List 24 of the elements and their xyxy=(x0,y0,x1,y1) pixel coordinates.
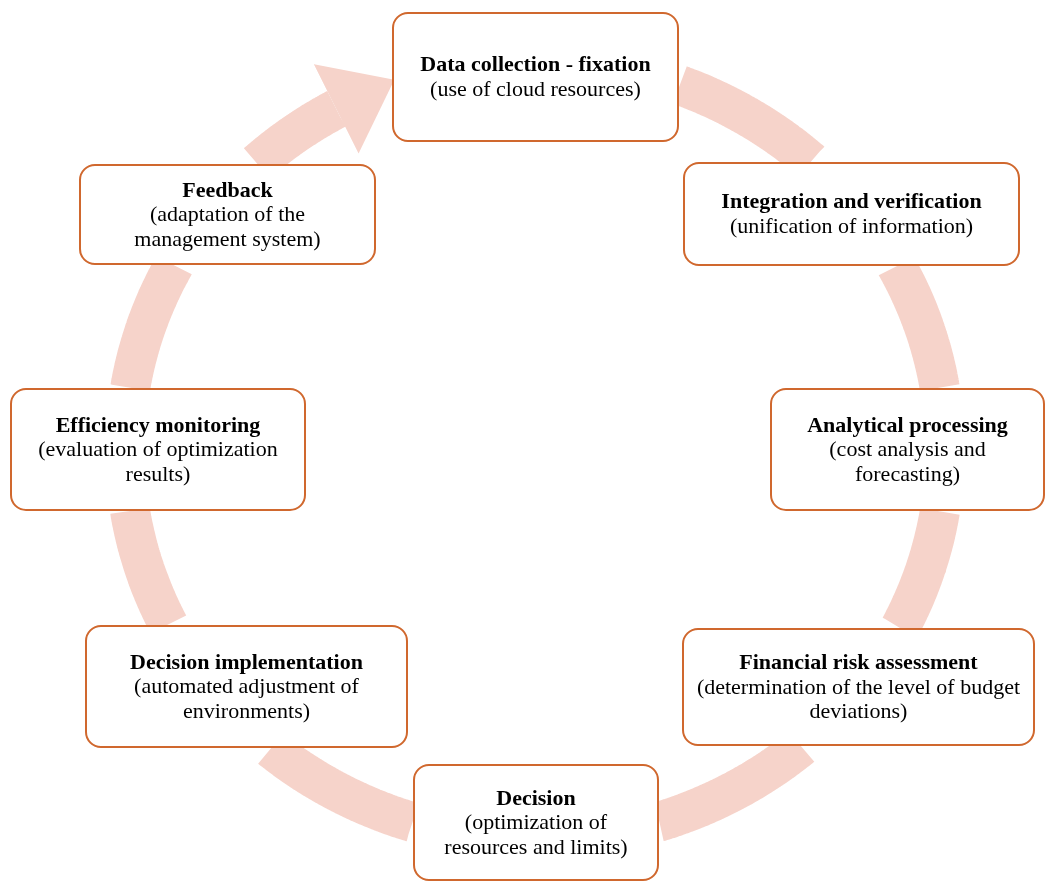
step-title: Financial risk assessment xyxy=(739,650,978,675)
process-box xyxy=(683,162,1020,266)
step-description: (automated adjustment of environments) xyxy=(133,674,359,724)
process-box xyxy=(85,625,408,748)
process-box xyxy=(392,12,679,142)
process-box xyxy=(10,388,306,511)
step-title: Efficiency monitoring xyxy=(55,412,261,438)
process-box xyxy=(413,764,659,881)
step-title: Feedback xyxy=(182,177,273,203)
step-title: Analytical processing xyxy=(807,412,1008,438)
process-box xyxy=(770,388,1045,511)
process-box xyxy=(682,628,1035,746)
process-box xyxy=(79,164,376,265)
step-title: Integration and verification xyxy=(721,189,982,214)
step-description: (evaluation of optimization results) xyxy=(37,437,279,487)
step-description: (cost analysis and forecasting) xyxy=(829,437,986,487)
step-description: (use of cloud resources) xyxy=(430,77,641,102)
step-title: Decision xyxy=(496,785,576,811)
step-description: (adaptation of the management system) xyxy=(133,202,322,252)
step-description: (optimization of resources and limits) xyxy=(443,810,629,860)
step-description: (unification of information) xyxy=(729,214,974,239)
step-title: Data collection - fixation xyxy=(420,52,651,77)
step-description: (determination of the level of budget deviations) xyxy=(696,674,1021,724)
step-title: Decision implementation xyxy=(130,649,363,675)
